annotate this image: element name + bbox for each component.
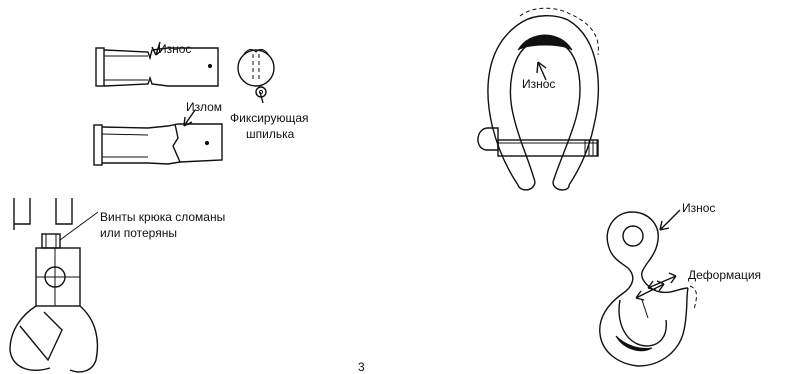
- shackle-wear-label: Износ: [522, 77, 556, 91]
- screws-label-line2: или потеряны: [100, 226, 177, 240]
- hook-deformation-label: Деформация: [688, 268, 762, 282]
- pin-break-label: Излом: [186, 100, 223, 114]
- screws-label-line1: Винты крюка сломаны: [100, 210, 226, 224]
- fixing-pin-head-figure: [237, 48, 275, 104]
- hook-block-figure: [9, 198, 99, 373]
- hook-right-figure: [599, 209, 697, 367]
- shackle-figure: [477, 7, 600, 191]
- page-number: 3: [358, 360, 365, 374]
- pin-wear-label: Износ: [158, 42, 192, 56]
- pin-break-figure: [93, 109, 223, 166]
- pin-wear-figure: [95, 41, 219, 87]
- hook-wear-label: Износ: [682, 201, 716, 215]
- fixing-pin-label-line2: шпилька: [246, 127, 295, 141]
- fixing-pin-label-line1: Фиксирующая: [230, 111, 309, 125]
